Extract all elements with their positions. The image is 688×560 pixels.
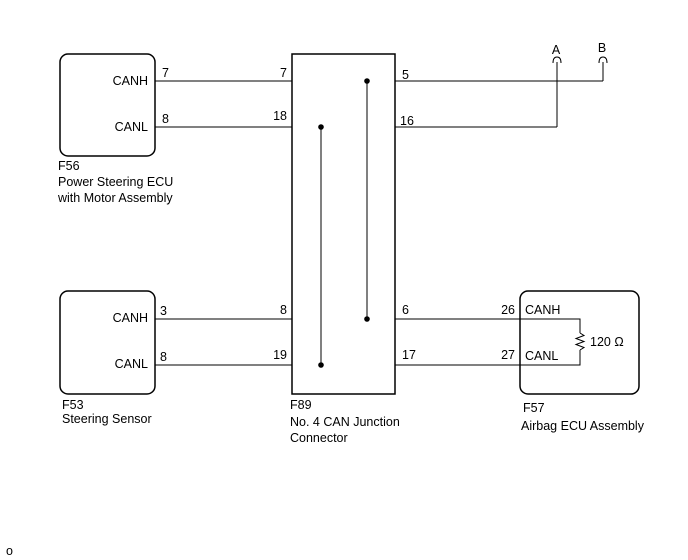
- f53-canl-label: CANL: [115, 357, 148, 371]
- f56-name-line1: Power Steering ECU: [58, 175, 173, 189]
- f89-name-line1: No. 4 CAN Junction: [290, 415, 400, 429]
- f89-name-line2: Connector: [290, 431, 348, 445]
- off-page-connectors: A B: [552, 41, 608, 127]
- f57-canh-label: CANH: [525, 303, 560, 317]
- f56-box: [59, 53, 156, 157]
- f53-code: F53: [62, 398, 84, 412]
- splice-dot-canl-top: [318, 124, 324, 130]
- f57-canh-internal-wire: [520, 318, 581, 333]
- f89-pin-left-bottom: 19: [273, 348, 287, 362]
- resistor-icon: [574, 332, 586, 351]
- f56-power-steering-ecu: CANH CANL 7 8 F56 Power Steering ECU wit…: [57, 53, 173, 205]
- f57-name-line1: Airbag ECU Assembly: [521, 419, 645, 433]
- f53-box: [59, 290, 156, 395]
- splice-dot-canh-bottom: [364, 316, 370, 322]
- f53-steering-sensor: CANH CANL 3 8 F53 Steering Sensor: [59, 290, 167, 426]
- f89-pin-right-top: 5: [402, 68, 409, 82]
- f53-canl-pin: 8: [160, 350, 167, 364]
- connector-a-label: A: [552, 43, 561, 57]
- f53-canh-pin: 3: [160, 304, 167, 318]
- f89-pin-left-3: 8: [280, 303, 287, 317]
- connector-b-label: B: [598, 41, 606, 55]
- f57-canl-pin: 27: [501, 348, 515, 362]
- splice-dot-canh-top: [364, 78, 370, 84]
- f53-name-line1: Steering Sensor: [62, 412, 152, 426]
- f89-box: [291, 53, 396, 395]
- f57-canl-label: CANL: [525, 349, 558, 363]
- f57-canh-pin: 26: [501, 303, 515, 317]
- f89-pin-right-3: 6: [402, 303, 409, 317]
- f89-pin-right-bottom: 17: [402, 348, 416, 362]
- f89-pin-right-2: 16: [400, 114, 414, 128]
- f89-pin-left-top: 7: [280, 66, 287, 80]
- f56-canh-pin: 7: [162, 66, 169, 80]
- connector-a-icon: [552, 56, 562, 64]
- connector-b-icon: [598, 56, 608, 64]
- f57-box: [519, 290, 640, 395]
- can-bus-wiring: [155, 78, 603, 368]
- f57-canl-internal-wire: [520, 350, 581, 366]
- f89-pin-left-2: 18: [273, 109, 287, 123]
- f57-code: F57: [523, 401, 545, 415]
- f56-canh-label: CANH: [113, 74, 148, 88]
- f56-canl-label: CANL: [115, 120, 148, 134]
- splice-dot-canl-bottom: [318, 362, 324, 368]
- f57-airbag-ecu-assembly: CANH CANL 26 27 120 Ω F57 Airbag ECU Ass…: [501, 290, 645, 433]
- f56-canl-pin: 8: [162, 112, 169, 126]
- f89-can-junction-connector: 7 18 8 19 5 16 6 17 F89 No. 4 CAN Juncti…: [273, 53, 416, 445]
- f57-resistor-label: 120 Ω: [590, 335, 624, 349]
- footer-mark: o: [6, 544, 13, 558]
- f56-code: F56: [58, 159, 80, 173]
- f53-canh-label: CANH: [113, 311, 148, 325]
- f56-name-line2: with Motor Assembly: [57, 191, 173, 205]
- f89-code: F89: [290, 398, 312, 412]
